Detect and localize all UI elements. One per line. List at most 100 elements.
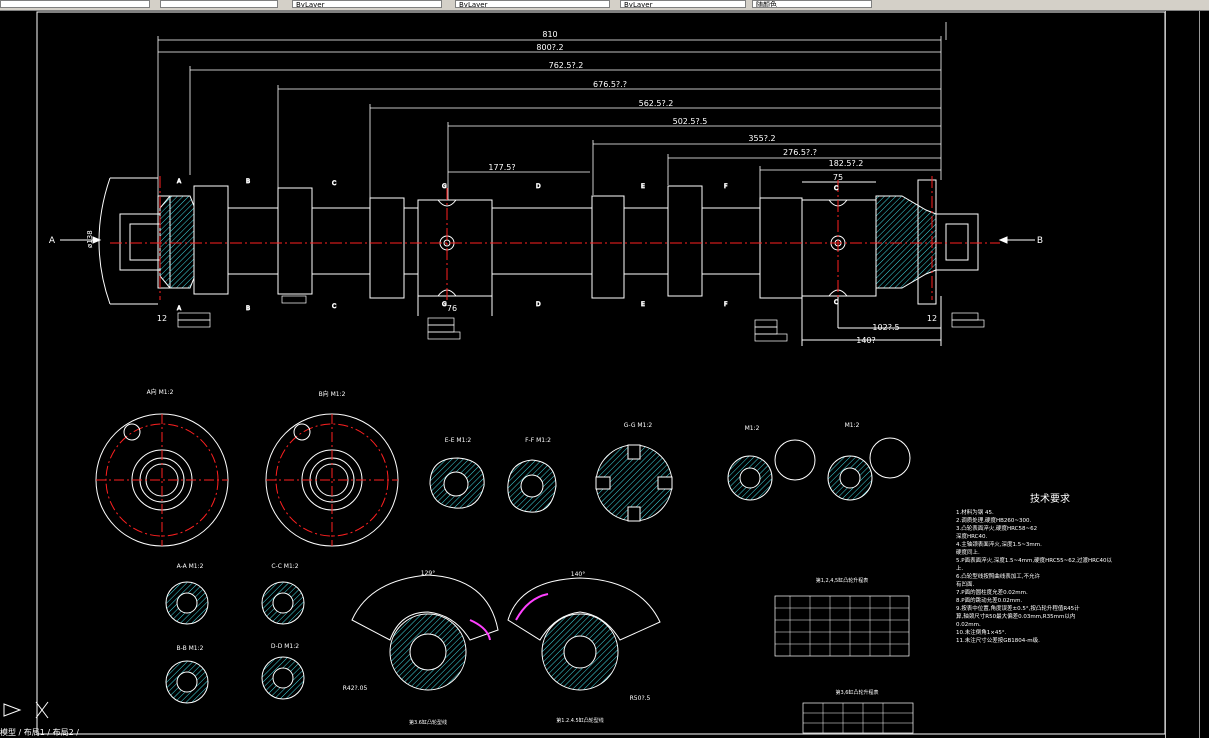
svg-text:C: C — [332, 303, 336, 310]
svg-text:F: F — [724, 301, 728, 308]
cam-lift-table-2: 第3,6缸凸轮升程表 — [802, 689, 914, 734]
svg-text:G: G — [442, 301, 447, 308]
svg-text:第3.6缸凸轮型线: 第3.6缸凸轮型线 — [409, 719, 447, 726]
tech-line: 有凹面. — [956, 580, 975, 588]
plotstyle-dropdown[interactable]: 随颜色 — [752, 0, 872, 8]
section-d-d — [261, 656, 305, 700]
section-f-f — [507, 459, 557, 513]
detail-m1 — [727, 439, 816, 501]
svg-text:B向 M1:2: B向 M1:2 — [319, 390, 346, 398]
svg-text:R50?.5: R50?.5 — [630, 695, 651, 702]
tech-line: 8.P面的跳动允差0.02mm. — [956, 596, 1023, 604]
technical-requirements: 技术要求 1.材料为钢 45. 2.调质处理,硬度HB260~300. 3.凸轮… — [956, 492, 1113, 644]
layer-dropdown[interactable] — [0, 0, 150, 8]
cam-profile-3-6: 129° R42?.05 第3.6缸凸轮型线 — [343, 570, 499, 726]
tech-line: 3.凸轮表面淬火,硬度HRC58~62 — [956, 524, 1037, 532]
dim-676: 676.5?.? — [593, 80, 627, 89]
dim-12a: 12 — [157, 314, 167, 323]
view-arrow-a: A — [49, 236, 56, 246]
svg-text:第1.2.4.5缸凸轮型线: 第1.2.4.5缸凸轮型线 — [556, 717, 604, 724]
tech-line: 9.按表中位置,角度误差±0.5°,按凸轮升程值R45计 — [956, 604, 1080, 612]
section-titles-row2: A-A M1:2 C-C M1:2 B-B M1:2 D-D M1:2 — [177, 563, 300, 652]
svg-text:E: E — [641, 183, 645, 190]
cam-lift-table-1: 第1,2,4,5缸凸轮升程表 — [774, 577, 910, 657]
color-dropdown[interactable]: ByLayer — [292, 0, 442, 8]
dim-76: 76 — [447, 304, 457, 313]
tech-line: 11.未注尺寸公差按GB1804-m级. — [956, 636, 1040, 644]
dim-800: 800?.2 — [536, 43, 563, 52]
svg-text:A-A M1:2: A-A M1:2 — [177, 563, 204, 570]
svg-text:129°: 129° — [421, 570, 435, 577]
dim-177: 177.5? — [488, 163, 515, 172]
section-b-b — [165, 660, 209, 704]
svg-text:F-F M1:2: F-F M1:2 — [525, 437, 551, 444]
dim-12b: 12 — [927, 314, 937, 323]
dim-182: 182.5?.2 — [829, 159, 864, 168]
section-c-c — [261, 581, 305, 625]
tech-line: 6.凸轮型线按照曲线表加工,不允许 — [956, 572, 1040, 580]
detail-m2 — [827, 437, 911, 501]
svg-text:B: B — [246, 305, 250, 312]
dim-762: 762.5?.2 — [549, 61, 584, 70]
section-g-g — [595, 444, 673, 522]
svg-text:D: D — [536, 183, 541, 190]
tech-line: 硬度同上. — [956, 548, 980, 556]
properties-toolbar: ByLayer ByLayer ByLayer 随颜色 — [0, 0, 1209, 11]
svg-text:M1:2: M1:2 — [745, 425, 760, 432]
svg-text:C-C M1:2: C-C M1:2 — [271, 563, 298, 570]
dim-810: 810 — [542, 30, 557, 39]
section-markers: AA BB CC GG DD EE FF CC — [177, 178, 839, 313]
ucs-icon — [3, 701, 49, 719]
linetype-dropdown[interactable]: ByLayer — [455, 0, 610, 8]
svg-text:F: F — [724, 183, 728, 190]
tech-line: 10.未注倒角1×45°. — [956, 628, 1007, 636]
center-lines — [110, 176, 1000, 300]
svg-text:M1:2: M1:2 — [845, 422, 860, 429]
svg-text:A: A — [177, 305, 182, 312]
dimension-texts: 810 800?.2 762.5?.2 676.5?.? 562.5?.2 50… — [49, 30, 1043, 345]
drawing-canvas[interactable]: 810 800?.2 762.5?.2 676.5?.? 562.5?.2 50… — [0, 11, 1209, 738]
camshaft-main-view — [60, 177, 1035, 346]
dim-276: 276.5?.? — [783, 148, 817, 157]
tech-line: 深度HRC40. — [956, 532, 988, 540]
tolerance-frames — [177, 295, 985, 342]
tech-line: 算,轴颈尺寸R50最大偏差0.03mm,R35mm以内 — [956, 612, 1075, 620]
cam-profile-1-2-4-5: 140° R50?.5 第1.2.4.5缸凸轮型线 — [507, 571, 661, 724]
layout-tabs[interactable]: 模型 / 布局1 / 布局2 / — [0, 728, 79, 737]
tech-line: 1.材料为钢 45. — [956, 508, 994, 516]
tech-line: 上. — [956, 564, 964, 572]
svg-text:C: C — [332, 180, 336, 187]
svg-text:第1,2,4,5缸凸轮升程表: 第1,2,4,5缸凸轮升程表 — [816, 577, 869, 584]
svg-text:C: C — [834, 299, 838, 306]
overall-dimensions — [157, 22, 947, 200]
tech-line: 2.调质处理,硬度HB260~300. — [956, 516, 1032, 524]
vertical-scrollbar[interactable] — [1199, 11, 1209, 738]
svg-text:140°: 140° — [571, 571, 585, 578]
section-titles-row1: A向 M1:2 B向 M1:2 E-E M1:2 F-F M1:2 G-G M1… — [147, 388, 860, 444]
layer-state-dropdown[interactable] — [160, 0, 278, 8]
section-e-e — [429, 457, 485, 509]
view-a-flange — [95, 413, 229, 547]
svg-text:D-D M1:2: D-D M1:2 — [271, 643, 299, 650]
viewport-divider — [1165, 11, 1166, 738]
svg-text:A向 M1:2: A向 M1:2 — [147, 388, 174, 396]
lineweight-dropdown[interactable]: ByLayer — [620, 0, 746, 8]
svg-text:D: D — [536, 301, 541, 308]
section-a-a — [165, 581, 209, 625]
tech-line: 5.P面表面淬火,深度1.5~4mm,硬度HRC55~62,过渡HRC40以 — [956, 556, 1113, 564]
svg-text:G: G — [442, 183, 447, 190]
svg-text:B-B M1:2: B-B M1:2 — [177, 645, 204, 652]
svg-text:B: B — [246, 178, 250, 185]
tech-line: 4.主轴颈表面淬火,深度1.5~3mm. — [956, 540, 1042, 548]
view-arrow-b: B — [1037, 236, 1043, 246]
svg-text:A: A — [177, 178, 182, 185]
tech-line: 0.02mm. — [956, 622, 981, 628]
dim-355: 355?.2 — [748, 134, 775, 143]
svg-text:R42?.05: R42?.05 — [343, 685, 368, 692]
view-b-flange — [265, 413, 399, 547]
dim-562: 562.5?.2 — [639, 99, 674, 108]
svg-text:C: C — [834, 185, 838, 192]
dim-502: 502.5?.5 — [673, 117, 708, 126]
dim-75: 75 — [833, 173, 843, 182]
svg-text:E-E M1:2: E-E M1:2 — [445, 437, 472, 444]
